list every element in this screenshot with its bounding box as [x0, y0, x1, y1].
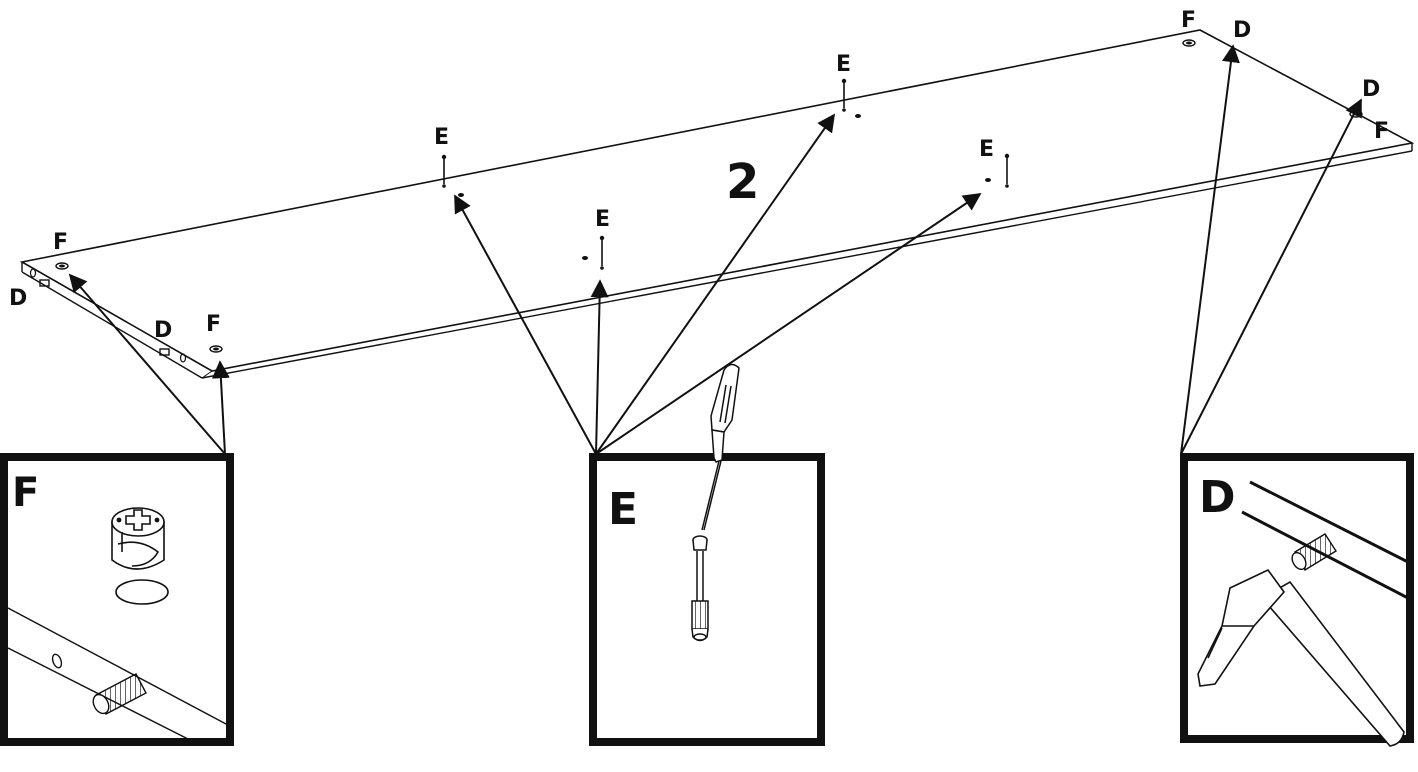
- cam-bolt-pin: [841, 78, 847, 112]
- step-number: 2: [726, 154, 759, 210]
- pilot-hole: [985, 178, 991, 182]
- detail-label-f: F: [12, 470, 39, 516]
- label-f: F: [1374, 119, 1389, 144]
- label-d: D: [154, 318, 172, 343]
- label-d: D: [9, 286, 27, 311]
- edge-dowel: [159, 348, 187, 363]
- cam-hole-icon: [115, 579, 169, 605]
- callout-arrows: [68, 44, 1362, 455]
- detail-label-e: E: [608, 484, 638, 535]
- cam-bolt-pin: [441, 154, 447, 188]
- detail-box-f: F: [0, 453, 234, 746]
- wooden-dowel-icon: [92, 673, 147, 715]
- cam-bolt-icon: [691, 535, 709, 642]
- label-e: E: [595, 207, 610, 232]
- cam-lock-fitting-icon: [111, 507, 165, 570]
- label-d: D: [1362, 77, 1380, 102]
- pilot-hole: [855, 114, 861, 118]
- cam-bolt-pin: [1004, 153, 1010, 188]
- pilot-hole: [458, 193, 464, 197]
- detail-label-d: D: [1199, 472, 1236, 523]
- wooden-dowel-icon: [1291, 533, 1337, 571]
- hammer-icon: [1197, 568, 1405, 747]
- label-f: F: [206, 312, 221, 337]
- pilot-hole: [582, 256, 588, 260]
- cam-hole: [55, 262, 69, 270]
- cam-hole: [209, 345, 223, 353]
- shelf-panel: [19, 29, 1415, 379]
- cam-bolt-pin: [599, 235, 605, 270]
- label-e: E: [836, 52, 851, 77]
- cam-hole: [1182, 39, 1196, 47]
- label-e: E: [434, 125, 449, 150]
- label-d: D: [1233, 18, 1251, 43]
- label-f: F: [1181, 8, 1196, 33]
- detail-box-e: E: [589, 453, 825, 746]
- label-e: E: [979, 137, 994, 162]
- label-f: F: [53, 230, 68, 255]
- screwdriver-icon: [701, 363, 740, 531]
- edge-dowel: [29, 268, 50, 287]
